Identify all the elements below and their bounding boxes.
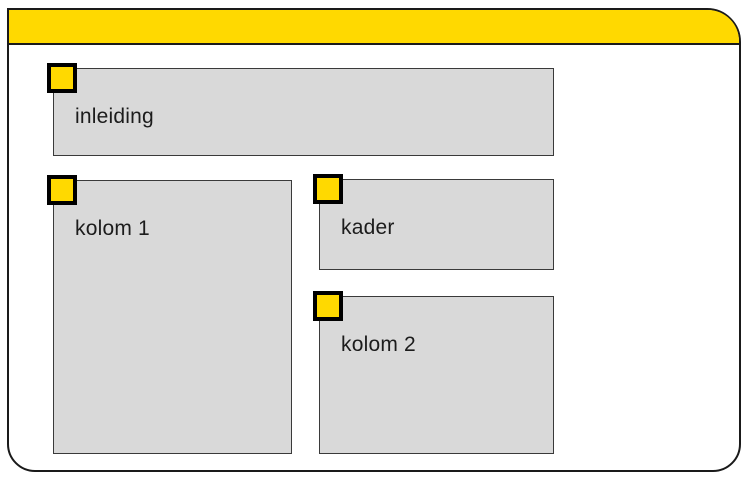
region-kolom-1[interactable]: kolom 1: [47, 175, 292, 454]
region-kolom-2[interactable]: kolom 2: [313, 291, 554, 454]
square-marker-icon[interactable]: [313, 291, 343, 321]
region-inleiding[interactable]: inleiding: [47, 63, 554, 156]
square-marker-icon[interactable]: [47, 175, 77, 205]
layout-frame: inleiding kolom 1 kader kolom 2: [7, 8, 741, 472]
region-label: inleiding: [75, 105, 154, 128]
square-marker-icon[interactable]: [313, 174, 343, 204]
region-label: kolom 2: [341, 333, 416, 356]
region-label: kader: [341, 216, 395, 239]
square-marker-icon[interactable]: [47, 63, 77, 93]
titlebar: [9, 10, 739, 45]
region-label: kolom 1: [75, 217, 150, 240]
region-kader[interactable]: kader: [313, 174, 554, 270]
